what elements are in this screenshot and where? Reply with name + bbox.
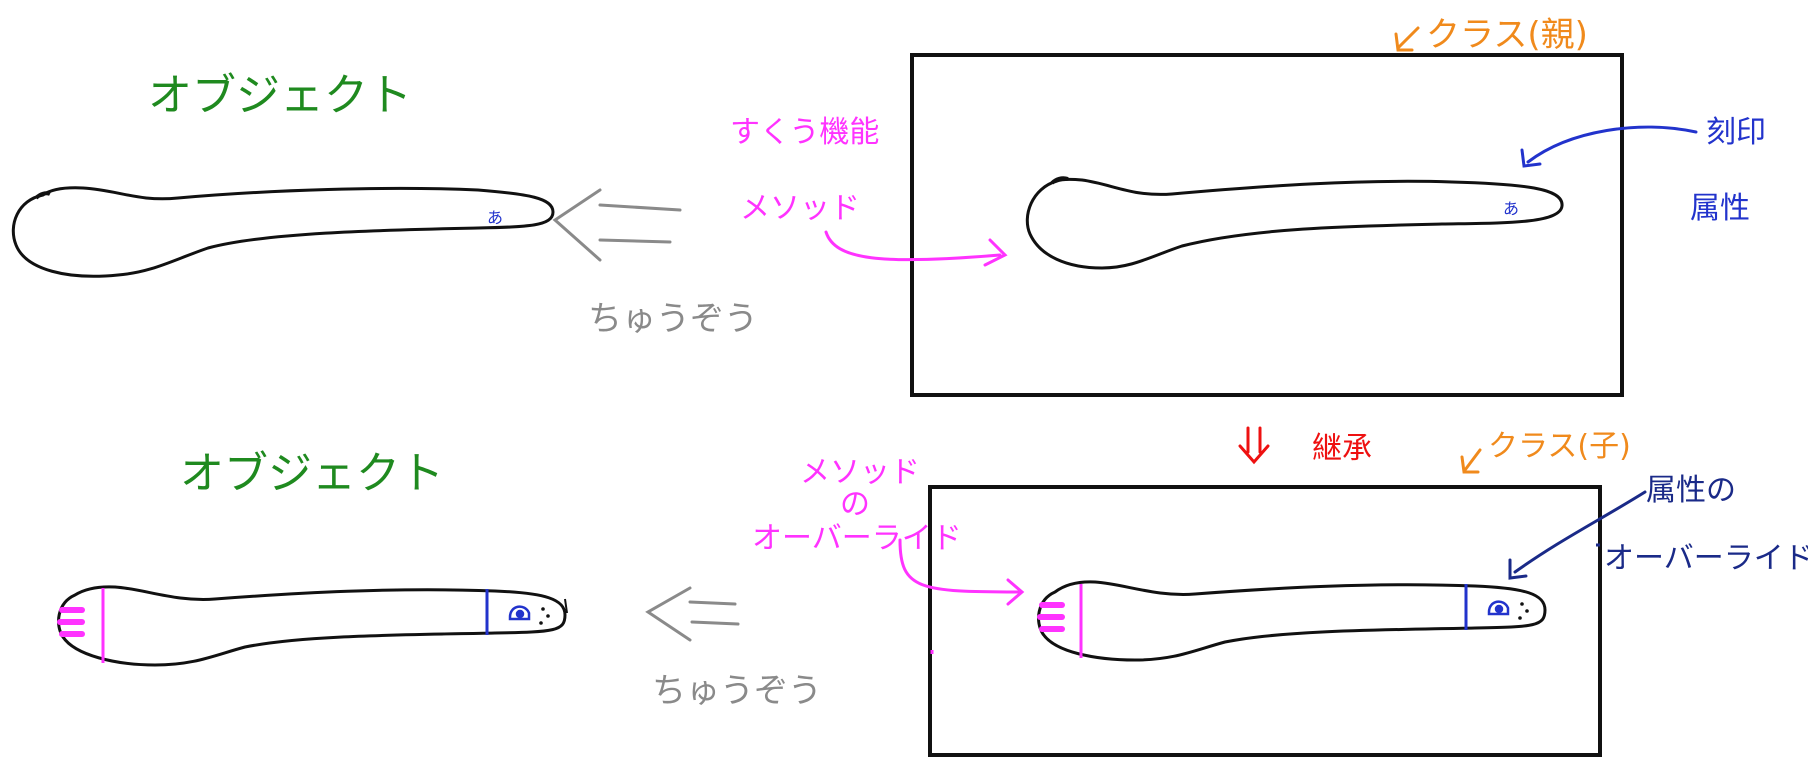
create-arrow-top [552,188,682,262]
class-parent-box [910,53,1624,397]
class-child-box [928,485,1602,757]
inheritance-label: 継承 [1312,431,1372,466]
create-label-top: ちゅうぞう [588,299,758,339]
method-label: メソッド [740,191,860,226]
spoon-object-top [11,186,555,278]
method-override-line2: の [840,487,870,522]
spoon-object-bottom [57,585,568,667]
method-override-arrow [898,538,1025,606]
class-child-label: クラス(子) [1488,429,1631,464]
scoop-function-label: すくう機能 [730,115,879,150]
method-arrow [824,230,1008,267]
class-parent-label: クラス(親) [1426,15,1588,55]
spoon-class-child [1037,580,1547,662]
spoon-class-parent [1025,176,1564,270]
inheritance-arrow [1238,426,1270,465]
object-label-top: オブジェクト [148,70,412,121]
attribute-override-line1: 属性の [1646,473,1736,508]
spoon-mark-object-top: あ [487,208,503,227]
attribute-arrow [1520,125,1698,168]
object-label-bottom: オブジェクト [180,448,444,499]
create-arrow-bottom [645,586,740,642]
attribute-label: 属性 [1690,191,1750,226]
attribute-override-line2: オーバーライド [1604,541,1808,576]
class-child-pointer [1460,448,1482,474]
method-override-line1: メソッド [800,455,920,490]
method-override-line3: オーバーライド [752,521,962,556]
engraving-label: 刻印 [1706,115,1766,150]
attribute-override-arrow [1508,490,1647,580]
spoon-mark-class-parent: あ [1503,199,1519,218]
create-label-bottom: ちゅうぞう [652,671,822,711]
class-parent-pointer [1394,26,1420,52]
